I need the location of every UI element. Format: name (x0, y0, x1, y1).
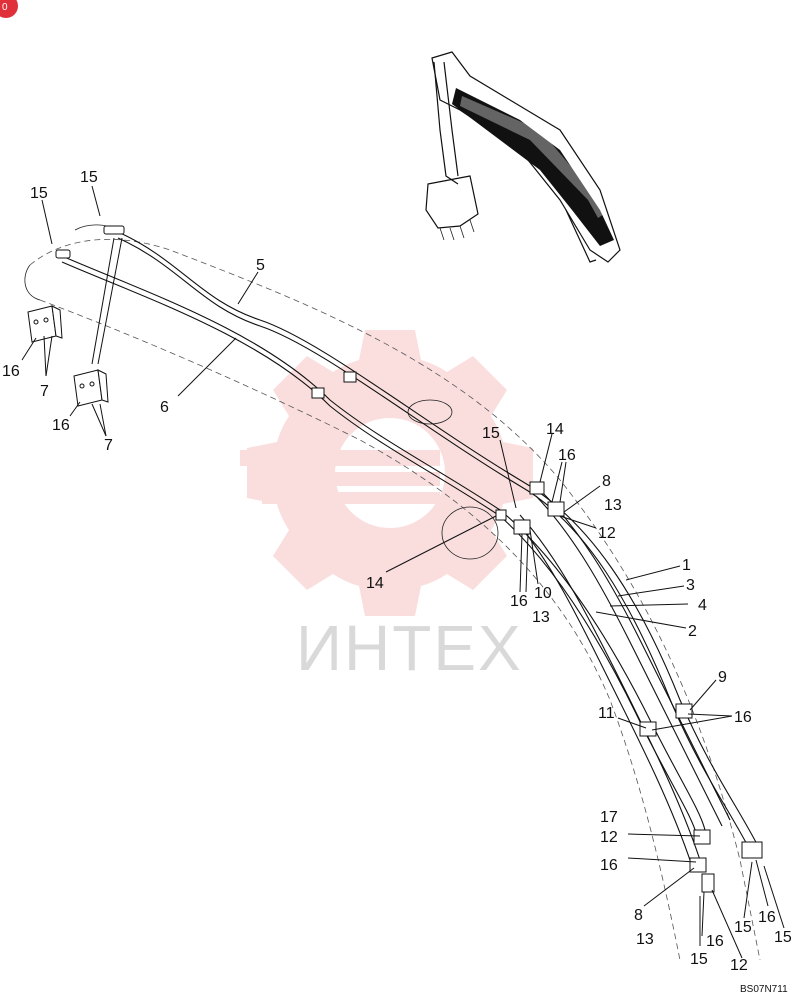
callout-13: 13 (636, 931, 654, 948)
clamp-11 (639, 721, 657, 737)
callout-14: 14 (546, 421, 564, 438)
callout-7: 7 (40, 383, 49, 400)
callout-1: 1 (682, 557, 691, 574)
callout-5: 5 (256, 257, 265, 274)
callout-16: 16 (600, 857, 618, 874)
callout-15: 15 (690, 951, 708, 968)
clamp-8-upper (547, 501, 565, 517)
callout-11: 11 (598, 705, 615, 722)
callout-16: 16 (758, 909, 776, 926)
callout-16: 16 (510, 593, 528, 610)
fitting-top-left-a (103, 225, 125, 235)
clamp-17 (693, 829, 711, 845)
callout-15: 15 (774, 929, 792, 946)
callout-15: 15 (734, 919, 752, 936)
callout-15: 15 (80, 169, 98, 186)
callout-16: 16 (706, 933, 724, 950)
tube-group-lower (61, 231, 761, 867)
corner-badge-text: 0 (2, 2, 8, 13)
callout-17: 17 (600, 809, 618, 826)
bracket-7-upper (27, 305, 63, 343)
watermark-gear-logo (240, 330, 533, 616)
callout-10: 10 (534, 585, 552, 602)
fitting-right-end (741, 841, 763, 859)
callout-12: 12 (730, 957, 748, 974)
callout-4: 4 (698, 597, 707, 614)
figure-code: BS07N711 (740, 984, 788, 995)
callout-16: 16 (2, 363, 20, 380)
clamp-lower-tube (311, 387, 325, 399)
callout-12: 12 (598, 525, 616, 542)
callout-16: 16 (734, 709, 752, 726)
callout-16: 16 (558, 447, 576, 464)
callout-9: 9 (718, 669, 727, 686)
watermark-text: ИНТЕХ (296, 612, 523, 684)
callout-12: 12 (600, 829, 618, 846)
callout-13: 13 (604, 497, 622, 514)
clamp-8-lower (689, 857, 707, 873)
callout-3: 3 (686, 577, 695, 594)
callout-2: 2 (688, 623, 697, 640)
callout-8: 8 (634, 907, 643, 924)
callout-labels: 15 15 5 6 16 7 16 7 15 14 16 8 13 12 14 … (2, 169, 792, 974)
callout-8: 8 (602, 473, 611, 490)
leader-lines (21, 185, 785, 959)
excavator-inset (425, 51, 621, 263)
callout-14: 14 (366, 575, 384, 592)
callout-15: 15 (30, 185, 48, 202)
clamp-9 (675, 703, 693, 719)
callout-13: 13 (532, 609, 550, 626)
corner-badge: 0 (0, 0, 18, 18)
bracket-7-lower (73, 369, 109, 407)
clamp-14-upper (529, 481, 545, 495)
fitting-lower-end (701, 873, 715, 893)
clamp-14-lower (495, 509, 507, 521)
callout-6: 6 (160, 399, 169, 416)
callout-15: 15 (482, 425, 500, 442)
clamp-upper-tube (343, 371, 357, 383)
boom-outline (24, 224, 761, 961)
callout-16: 16 (52, 417, 70, 434)
clamp-10 (513, 519, 531, 535)
fitting-top-left-b (55, 249, 71, 259)
callout-7: 7 (104, 437, 113, 454)
